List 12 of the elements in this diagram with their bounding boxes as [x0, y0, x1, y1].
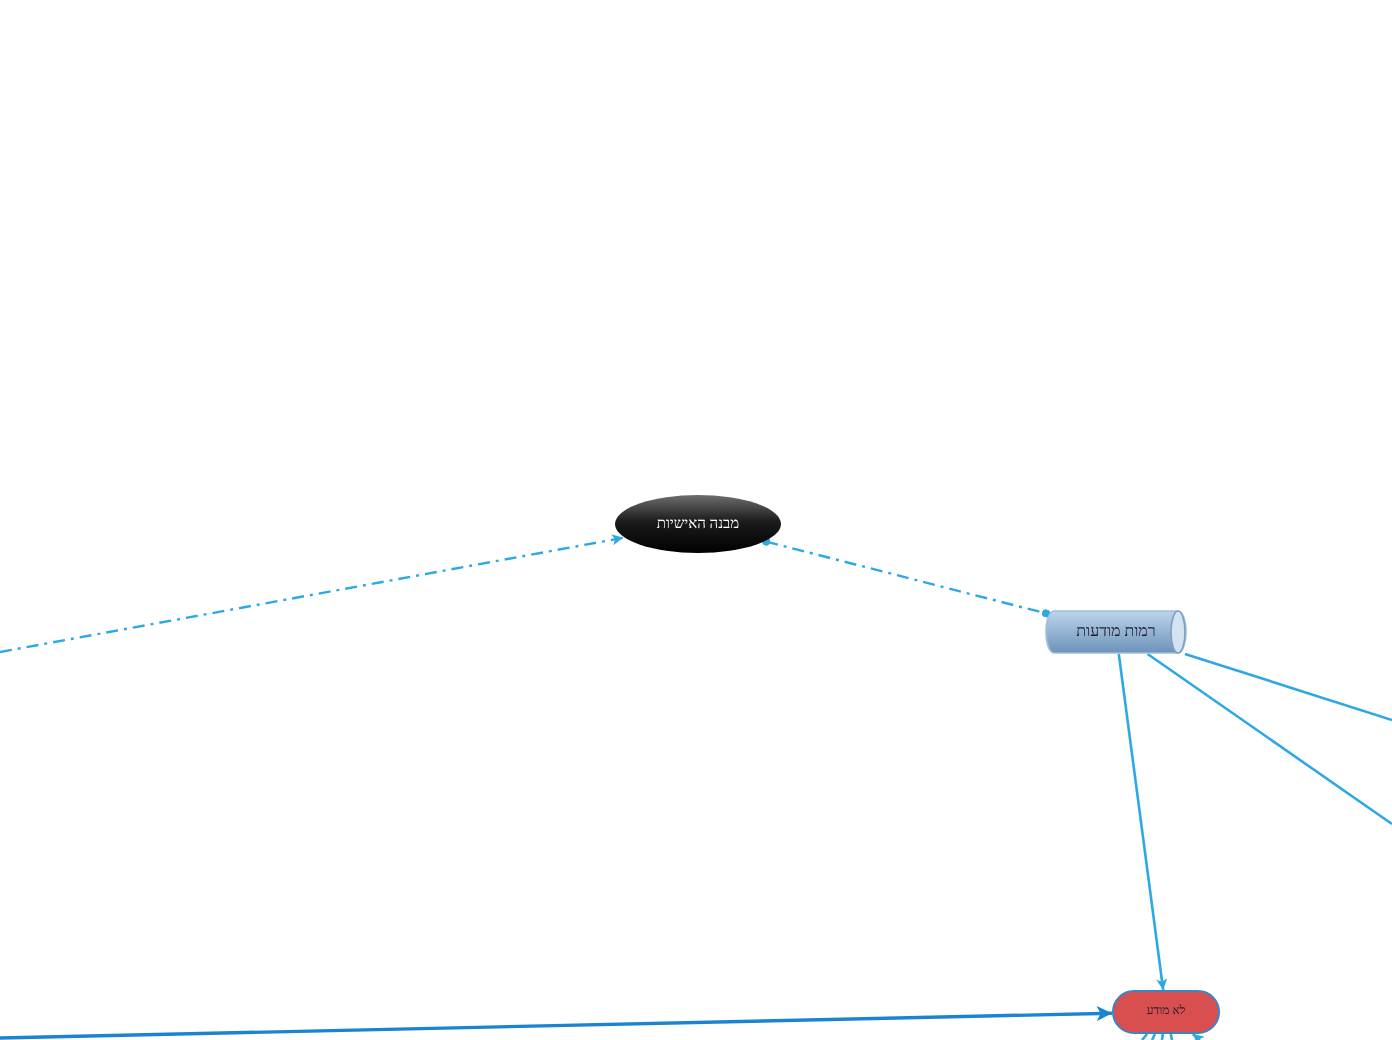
connector-line: [1184, 652, 1392, 722]
connector-line: [762, 537, 1050, 618]
connector-line: [1169, 1033, 1174, 1040]
connector-line: [1141, 1033, 1149, 1040]
connector-line: [1146, 652, 1392, 826]
arrow: [1117, 653, 1168, 991]
cylinder-node: רמות מודעות: [1046, 610, 1186, 654]
connector-line: [1160, 1033, 1165, 1040]
arrow: [1191, 1033, 1205, 1040]
connector-line: [1150, 1033, 1157, 1040]
arrow: [0, 1005, 1113, 1040]
arrow: [0, 534, 624, 654]
